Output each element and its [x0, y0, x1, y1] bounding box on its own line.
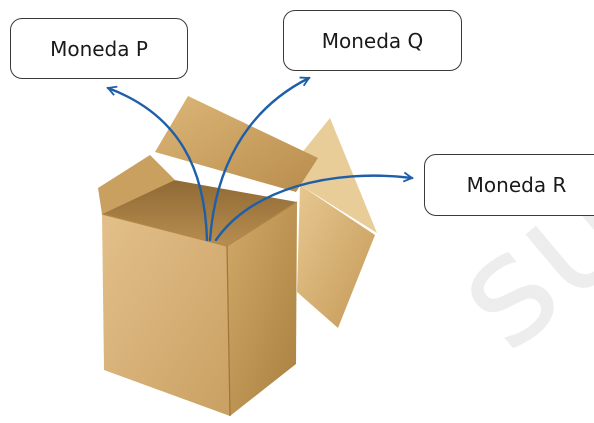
- arrow-to-coin-q-icon: [208, 78, 309, 242]
- box-right-lid: [297, 185, 375, 328]
- arrow-to-coin-p-icon: [108, 88, 209, 242]
- box-inside: [102, 180, 297, 246]
- arrow-to-coin-r-icon: [214, 176, 412, 242]
- box-right-lid-top: [296, 118, 377, 233]
- arrows-group: [108, 78, 412, 242]
- box-right-face: [227, 202, 297, 416]
- label-coin-r: Moneda R: [424, 154, 594, 216]
- box-corner-edge: [226, 245, 231, 417]
- box-left-flap: [98, 155, 175, 214]
- label-coin-q: Moneda Q: [283, 10, 462, 71]
- label-coin-p: Moneda P: [10, 18, 188, 79]
- box-front-face: [102, 214, 230, 416]
